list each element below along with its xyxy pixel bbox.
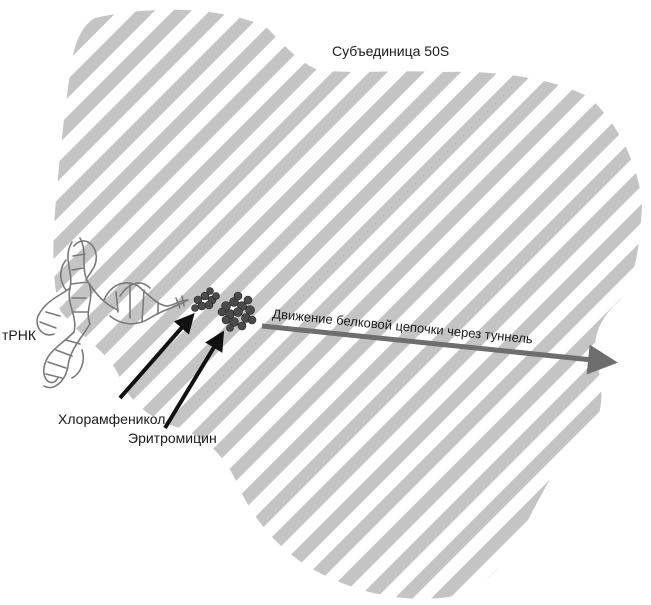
erythromycin-molecule — [217, 291, 257, 332]
chloramphenicol-arrow — [118, 312, 195, 400]
movement-arrow — [261, 323, 618, 375]
erythromycin-label: Эритромицин — [128, 430, 217, 446]
subunit-label: Субъединица 50S — [332, 43, 449, 59]
chloramphenicol-label: Хлорамфеникол — [58, 411, 165, 427]
trna-structure — [36, 237, 189, 389]
chloramphenicol-molecule — [191, 287, 220, 312]
trna-label: тРНК — [2, 327, 37, 343]
erythromycin-arrow — [163, 330, 225, 430]
subunit-50s-shape — [53, 9, 643, 599]
